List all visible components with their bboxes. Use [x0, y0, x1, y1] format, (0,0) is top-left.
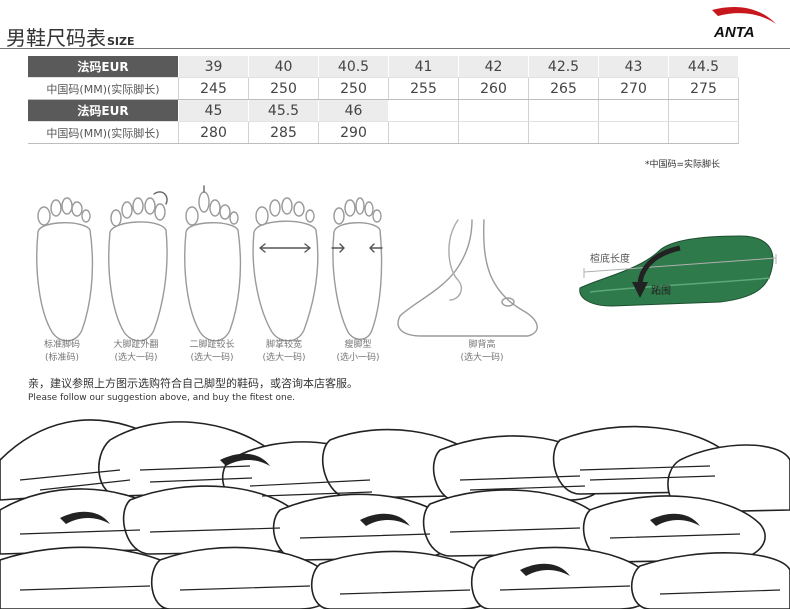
anta-swoosh-icon — [712, 6, 776, 24]
cn-cell: 245 — [178, 77, 249, 100]
cn-cell: 280 — [178, 121, 249, 144]
cn-cell: 250 — [248, 77, 319, 100]
page-title: 男鞋尺码表 SIZE — [6, 22, 135, 50]
foot-type-advice: (选大一码) — [190, 353, 234, 363]
foot-type-advice: (选大一码) — [262, 353, 306, 363]
foot-caption-second-toe: 二脚趾较长 (选大一码) — [172, 339, 252, 365]
foot-caption-bunion: 大脚趾外翻 (选大一码) — [96, 339, 176, 365]
empty-cell — [668, 121, 739, 144]
foot-type-name: 大脚趾外翻 — [113, 340, 159, 350]
title-text: 男鞋尺码表 — [6, 26, 106, 50]
eur-cell: 45.5 — [248, 99, 319, 122]
empty-cell — [528, 99, 599, 122]
anta-logo: ANTA — [704, 4, 780, 44]
table-row-cn-2: 中国码(MM)(实际脚长) 280 285 290 — [28, 121, 739, 144]
foot-type-advice: (选小一码) — [336, 353, 380, 363]
cn-cell: 285 — [248, 121, 319, 144]
foot-type-advice: (标准码) — [44, 353, 80, 363]
eur-cell: 46 — [318, 99, 389, 122]
size-table: 法码EUR 39 40 40.5 41 42 42.5 43 44.5 中国码(… — [28, 56, 739, 144]
cn-cell: 275 — [668, 77, 739, 100]
eur-cell: 39 — [178, 56, 249, 78]
tip-english: Please follow our suggestion above, and … — [28, 393, 296, 403]
foot-caption-high-instep: 脚背高 (选大一码) — [442, 339, 522, 365]
empty-cell — [388, 121, 459, 144]
empty-cell — [458, 99, 529, 122]
table-row-eur-2: 法码EUR 45 45.5 46 — [28, 99, 739, 122]
eur-cell: 41 — [388, 56, 459, 78]
eur-cell: 40.5 — [318, 56, 389, 78]
cn-cell: 290 — [318, 121, 389, 144]
foot-narrow-icon — [331, 197, 383, 340]
table-row-eur-1: 法码EUR 39 40 40.5 41 42 42.5 43 44.5 — [28, 56, 739, 78]
eur-cell: 44.5 — [668, 56, 739, 78]
foot-high-instep-icon — [397, 219, 538, 337]
eur-cell: 42 — [458, 56, 529, 78]
tip-chinese: 亲，建议参照上方图示选购符合自己脚型的鞋码，或咨询本店客服。 — [28, 377, 358, 390]
foot-type-name: 标准脚码 — [43, 340, 80, 350]
empty-cell — [598, 99, 669, 122]
foot-type-name: 瘦脚型 — [344, 340, 372, 350]
eur-cell: 42.5 — [528, 56, 599, 78]
foot-caption-wide: 脚掌较宽 (选大一码) — [244, 339, 324, 365]
cn-cell: 250 — [318, 77, 389, 100]
last-girth-label: 跖围 — [651, 286, 671, 297]
brand-name: ANTA — [714, 24, 755, 41]
title-divider — [0, 48, 790, 49]
empty-cell — [668, 99, 739, 122]
shoe-last-icon — [579, 235, 777, 307]
cn-cell: 270 — [598, 77, 669, 100]
title-suffix: SIZE — [107, 35, 135, 48]
foot-caption-narrow: 瘦脚型 (选小一码) — [318, 339, 398, 365]
foot-bunion-icon — [108, 191, 168, 342]
foot-type-advice: (选大一码) — [460, 353, 504, 363]
cn-cell: 260 — [458, 77, 529, 100]
size-note: *中国码=实际脚长 — [645, 160, 721, 170]
row-label-cn: 中国码(MM)(实际脚长) — [28, 77, 179, 100]
eur-cell: 40 — [248, 56, 319, 78]
foot-types-illustration — [36, 185, 777, 342]
row-label-cn: 中国码(MM)(实际脚长) — [28, 121, 179, 144]
cn-cell: 255 — [388, 77, 459, 100]
foot-standard-icon — [36, 197, 94, 342]
foot-wide-icon — [252, 197, 319, 342]
foot-type-name: 脚背高 — [468, 340, 496, 350]
empty-cell — [598, 121, 669, 144]
row-label-eur: 法码EUR — [28, 56, 179, 78]
empty-cell — [458, 121, 529, 144]
empty-cell — [528, 121, 599, 144]
table-row-cn-1: 中国码(MM)(实际脚长) 245 250 250 255 260 265 27… — [28, 77, 739, 100]
foot-type-name: 二脚趾较长 — [189, 340, 235, 350]
cn-cell: 265 — [528, 77, 599, 100]
foot-type-name: 脚掌较宽 — [265, 340, 302, 350]
row-label-eur: 法码EUR — [28, 99, 179, 122]
last-length-label: 楦底长度 — [590, 254, 630, 265]
eur-cell: 45 — [178, 99, 249, 122]
foot-type-advice: (选大一码) — [114, 353, 158, 363]
sneaker-pile-illustration — [0, 419, 790, 609]
foot-long-second-toe-icon — [184, 185, 242, 342]
empty-cell — [388, 99, 459, 122]
foot-caption-standard: 标准脚码 (标准码) — [22, 339, 102, 365]
eur-cell: 43 — [598, 56, 669, 78]
